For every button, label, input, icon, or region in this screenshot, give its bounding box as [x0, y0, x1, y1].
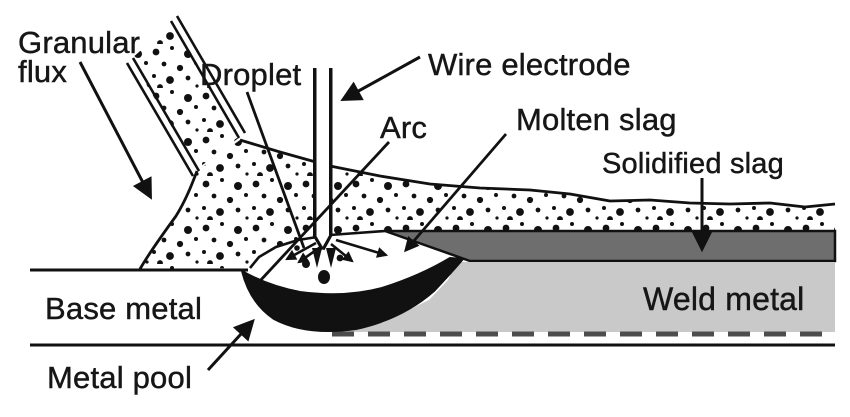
arc-arrow	[285, 241, 317, 261]
droplet-leader-line	[245, 91, 306, 249]
flux-tube-lower-wall	[125, 57, 201, 177]
arc-arrow	[335, 238, 389, 258]
metal-pool-region	[240, 256, 466, 333]
granular-flux-arrow	[78, 61, 152, 200]
wire-electrode-label: Wire electrode	[428, 47, 631, 82]
flux-tube-upper-wall	[169, 15, 247, 139]
wire-electrode-arrow	[340, 55, 421, 102]
solidified-slag-region	[384, 229, 837, 263]
arc-leader-line	[257, 141, 391, 283]
molten-slag-arrow	[404, 133, 508, 253]
granular-flux-label-line2: flux	[18, 54, 67, 89]
droplet-label: Droplet	[200, 57, 302, 92]
arc-cavity-ceiling-outline	[248, 229, 386, 269]
flux-feed-tube	[125, 15, 247, 177]
flux-top-outline	[239, 138, 836, 209]
wire-electrode-shape	[312, 68, 333, 251]
molten-slag-label: Molten slag	[516, 102, 677, 137]
flux-tube-interior	[131, 22, 240, 169]
electrode-tip-arrow	[326, 248, 336, 268]
arc-label: Arc	[380, 110, 427, 145]
droplet-blobs	[294, 245, 344, 284]
flux-left-slope-outline	[138, 170, 199, 270]
weld-metal-label: Weld metal	[643, 281, 804, 317]
weld-metal-region	[320, 262, 835, 332]
arc-arrow	[330, 242, 354, 263]
metal-pool-arrow	[206, 318, 255, 372]
electrode-tip-arrow	[312, 248, 322, 268]
metal-pool-label: Metal pool	[47, 360, 192, 395]
base-metal-label: Base metal	[45, 291, 202, 326]
arc-cavity-arrows	[285, 238, 389, 264]
solidified-slag-label: Solidified slag	[602, 148, 784, 180]
granular-flux-label: Granular	[18, 25, 140, 60]
